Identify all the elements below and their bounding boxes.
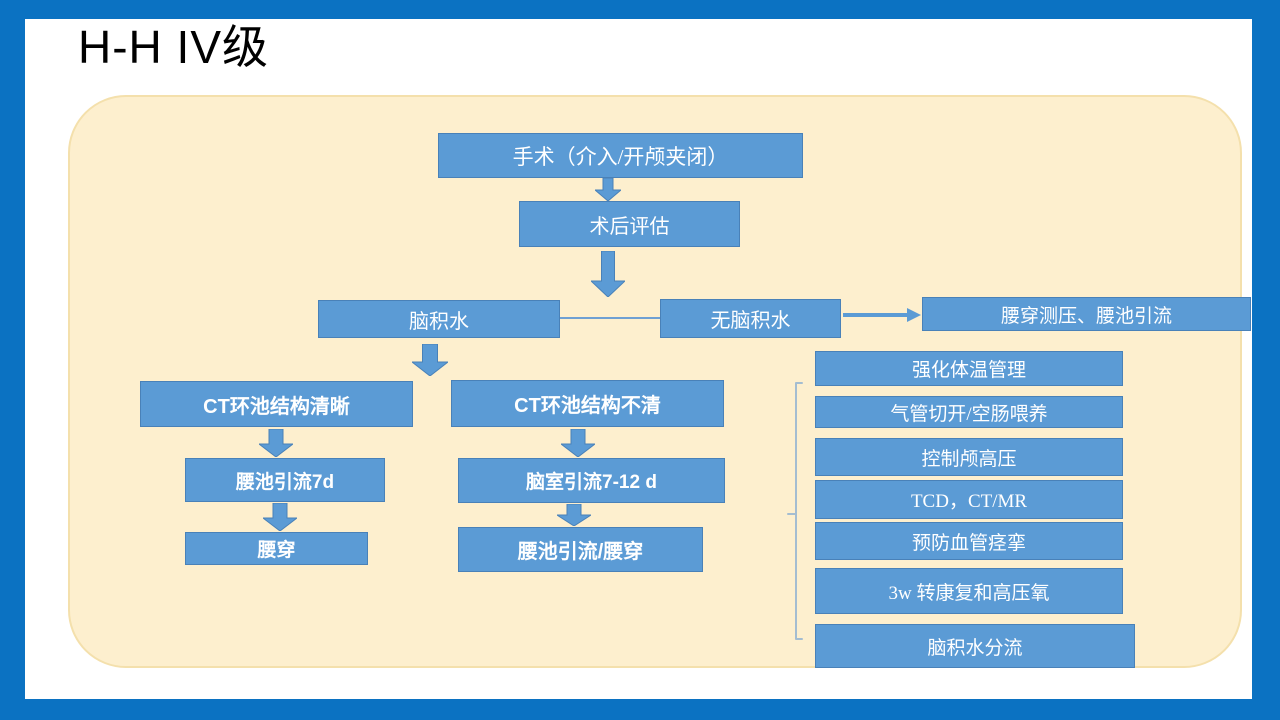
care-item-vasospasm-prevention: 预防血管痉挛 xyxy=(815,522,1123,560)
flow-box-lumbar-drain-7d: 腰池引流7d xyxy=(185,458,385,502)
flow-box-no-hydrocephalus: 无脑积水 xyxy=(660,299,841,338)
arrow-down-icon xyxy=(557,504,591,526)
arrow-down-icon xyxy=(259,429,293,457)
care-item-rehab-hyperbaric: 3w 转康复和高压氧 xyxy=(815,568,1123,614)
flow-box-lumbar-drain-or-puncture: 腰池引流/腰穿 xyxy=(458,527,703,572)
arrow-down-icon xyxy=(263,503,297,531)
flow-box-ventricular-drain: 脑室引流7-12 d xyxy=(458,458,725,503)
flow-box-postop-eval: 术后评估 xyxy=(519,201,740,247)
flow-box-hydrocephalus: 脑积水 xyxy=(318,300,560,338)
care-item-temperature: 强化体温管理 xyxy=(815,351,1123,386)
left-bracket-icon xyxy=(787,382,803,640)
arrow-right-icon xyxy=(843,308,921,322)
flow-box-ct-cistern-unclear: CT环池结构不清 xyxy=(451,380,724,427)
flow-box-surgery: 手术（介入/开颅夹闭） xyxy=(438,133,803,178)
care-item-tracheostomy-feeding: 气管切开/空肠喂养 xyxy=(815,396,1123,428)
arrow-down-icon xyxy=(561,429,595,457)
arrow-down-icon xyxy=(412,344,448,376)
flow-box-lumbar-puncture: 腰穿 xyxy=(185,532,368,565)
flow-box-ct-cistern-clear: CT环池结构清晰 xyxy=(140,381,413,427)
slide-title: H-H IV级 xyxy=(78,21,269,73)
arrow-down-icon xyxy=(591,251,625,297)
care-item-hydrocephalus-shunt: 脑积水分流 xyxy=(815,624,1135,668)
arrow-down-icon xyxy=(595,178,621,201)
flow-box-lumbar-pressure-drain: 腰穿测压、腰池引流 xyxy=(922,297,1251,331)
care-item-tcd-ct-mr: TCD，CT/MR xyxy=(815,480,1123,519)
connector-line xyxy=(560,317,660,319)
care-item-icp-control: 控制颅高压 xyxy=(815,438,1123,476)
